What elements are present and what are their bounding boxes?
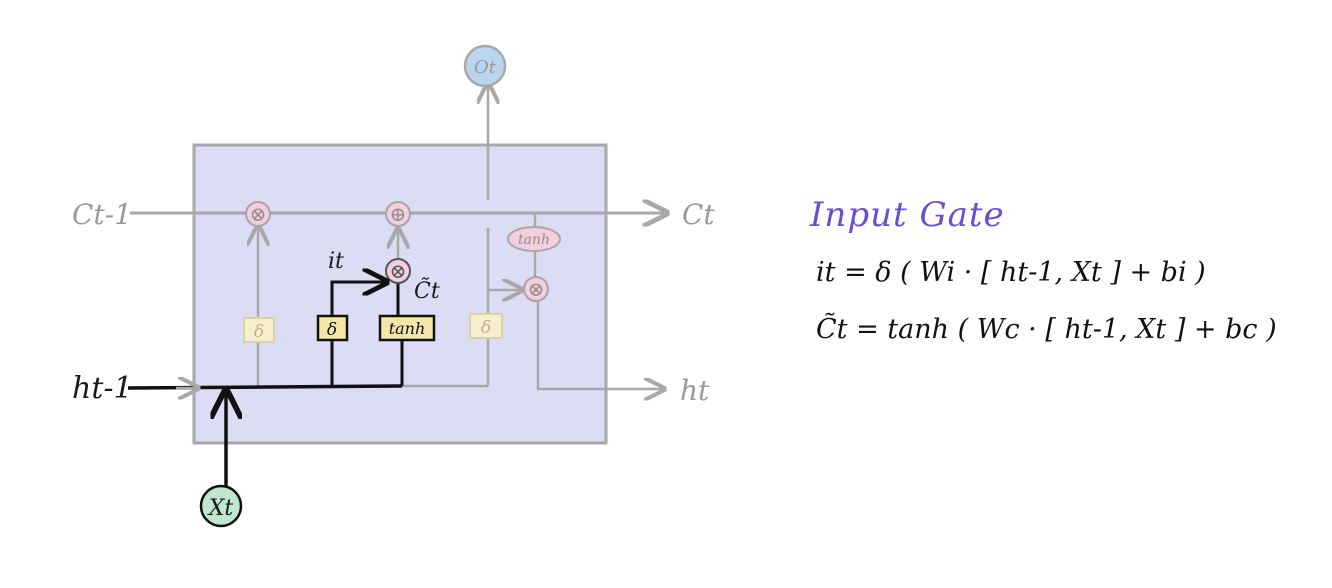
input-sigma-label: δ: [327, 320, 337, 340]
c-prev-label: Ct-1: [72, 198, 132, 231]
forget-multiply-op: [245, 201, 271, 227]
cell-tanh-label: tanh: [518, 232, 550, 248]
input-tanh-box: [378, 314, 436, 342]
formula-panel: Input Gate it = δ ( Wi · [ ht-1, Xt ] + …: [810, 195, 1310, 371]
add-op: [385, 201, 411, 227]
output-node: [463, 44, 507, 88]
forget-sigma-box: [243, 317, 275, 343]
output-sigma-label: δ: [481, 318, 491, 338]
add-symbol: ⊕: [390, 202, 407, 226]
x-input-node: [199, 484, 243, 528]
candidate-cell-equation: C̃t = tanh ( Wc · [ ht-1, Xt ] + bc ): [816, 314, 1277, 345]
it-label: it: [328, 249, 344, 274]
lstm-diagram: Ct-1 Ct δ ⊗ ⊕ ⊗ it C̃t ht-1 Xt δ tanh δ …: [72, 44, 715, 528]
formula-title: Input Gate: [810, 195, 1005, 235]
input-sigma-box: [316, 314, 349, 342]
forget-sigma-label: δ: [254, 322, 264, 342]
h-prev-label: ht-1: [72, 371, 133, 406]
it-line: [330, 282, 384, 316]
h-prev-line: [127, 384, 403, 390]
x-input-label: Xt: [207, 496, 234, 521]
input-tanh-label: tanh: [389, 319, 426, 338]
input-gate-equation: it = δ ( Wi · [ ht-1, Xt ] + bi ): [816, 257, 1206, 288]
c-tilde-label: C̃t: [414, 278, 440, 304]
input-multiply-symbol: ⊗: [390, 259, 407, 283]
c-next-label: Ct: [682, 198, 715, 231]
h-next-line: [536, 301, 662, 389]
forget-multiply-symbol: ⊗: [250, 202, 267, 226]
output-sigma-box: [469, 313, 503, 339]
output-node-label: Ot: [474, 57, 497, 78]
h-next-label: ht: [680, 374, 710, 407]
output-multiply-symbol: ⊗: [528, 277, 545, 301]
output-multiply-op: [523, 276, 549, 302]
